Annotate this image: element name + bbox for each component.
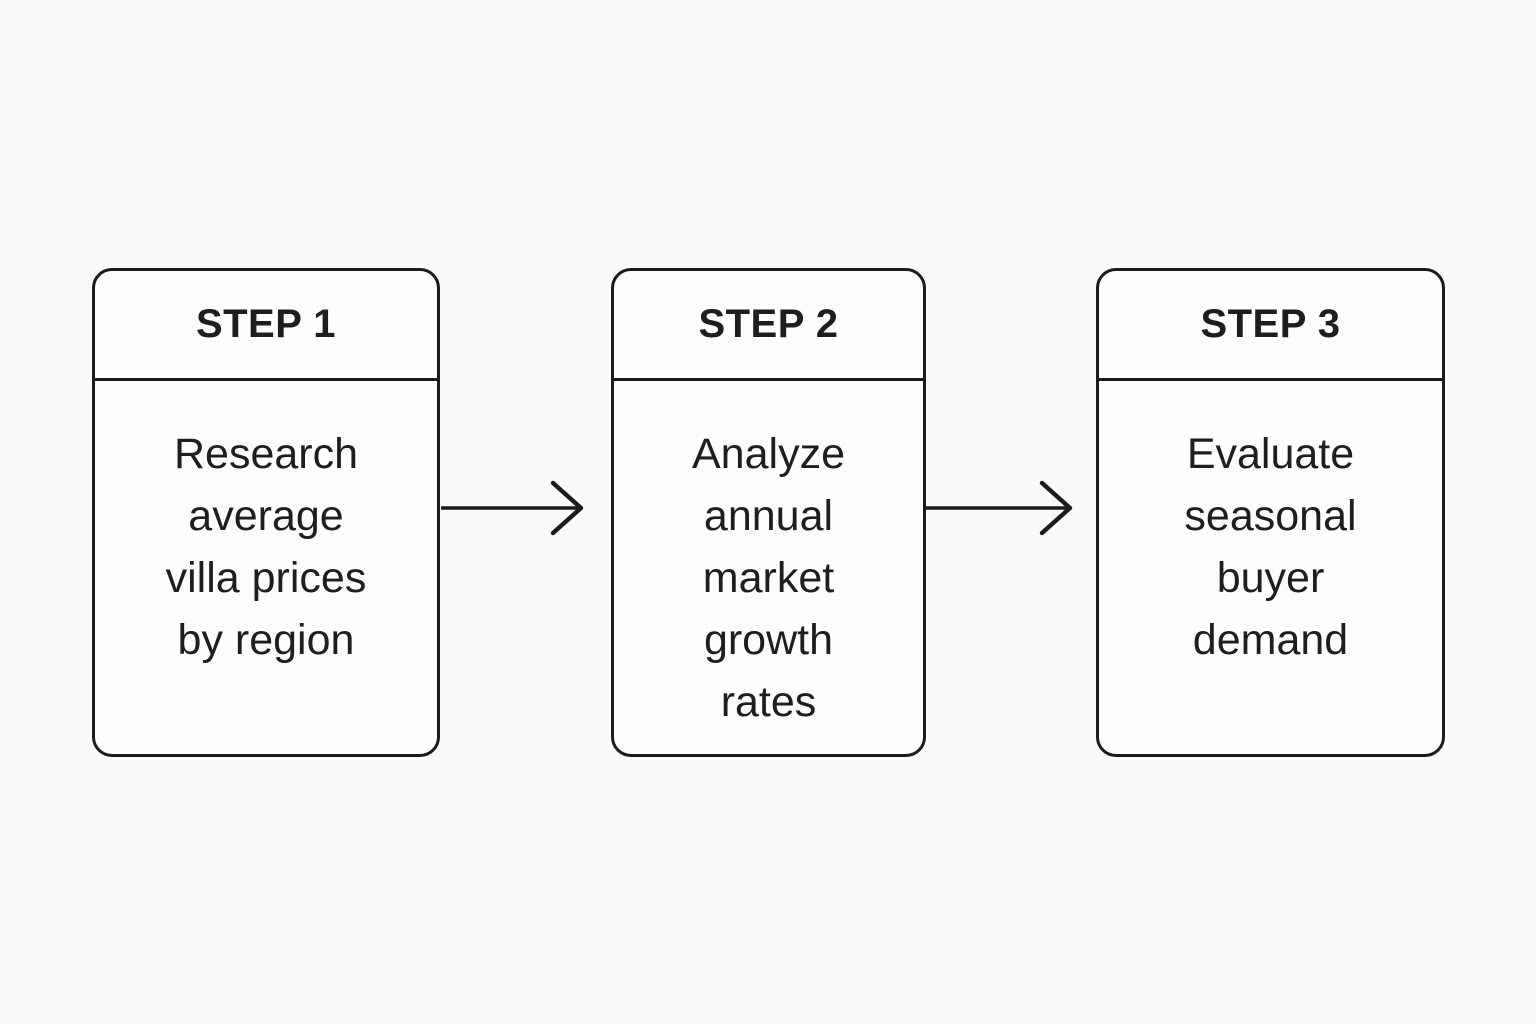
step-3-box: STEP 3 Evaluate seasonal buyer demand: [1096, 268, 1445, 757]
step-1-box: STEP 1 Research average villa prices by …: [92, 268, 440, 757]
step-2-description: Analyze annual market growth rates: [692, 430, 845, 726]
arrow-right-icon: [926, 480, 1074, 536]
step-3-description: Evaluate seasonal buyer demand: [1184, 430, 1357, 664]
step-1-header: STEP 1: [95, 271, 437, 381]
arrow-right-icon: [441, 480, 589, 536]
step-3-header: STEP 3: [1099, 271, 1442, 381]
step-2-header: STEP 2: [614, 271, 923, 381]
step-1-description: Research average villa prices by region: [165, 430, 367, 664]
step-2-box: STEP 2 Analyze annual market growth rate…: [611, 268, 926, 757]
